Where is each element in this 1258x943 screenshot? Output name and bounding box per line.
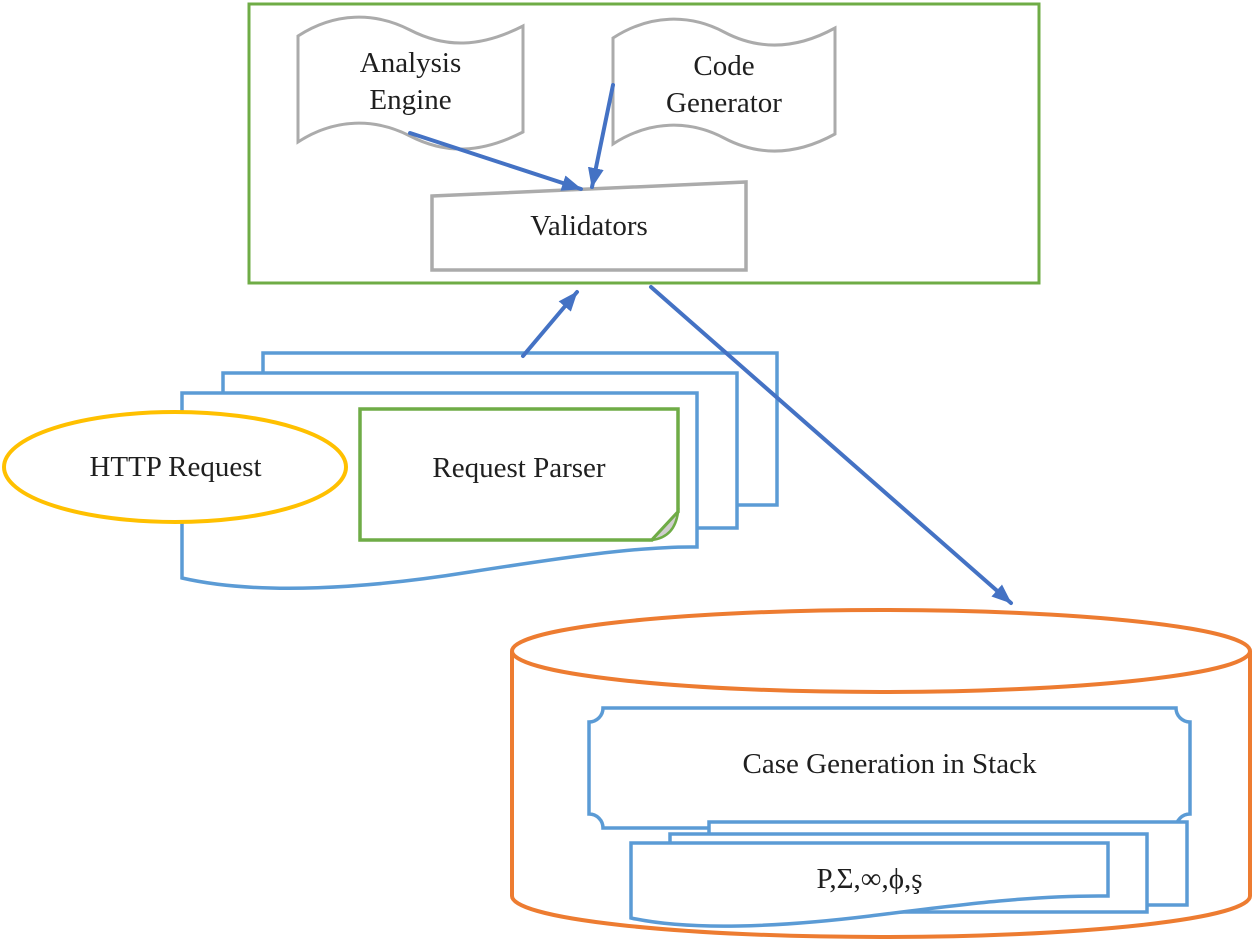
validation-container-frame <box>247 2 1041 285</box>
case-generation-plaque-shape <box>587 706 1192 830</box>
symbols-doc-front <box>629 841 1110 928</box>
http-request-ellipse-shape <box>2 410 348 524</box>
arrow-validators-to-database <box>649 285 1013 605</box>
request-parser-card-shape <box>358 407 680 542</box>
arrow-request-stack-to-validators <box>521 290 579 358</box>
validators-trapezoid-shape <box>430 180 748 272</box>
card-folded-corner <box>648 508 680 542</box>
arrow-code-generator-to-validators <box>587 83 615 189</box>
arrow-analysis-engine-to-validators <box>408 131 583 191</box>
analysis-engine-flag-shape <box>296 15 525 151</box>
code-generator-flag-shape <box>611 17 837 153</box>
case-database-cylinder-top <box>510 608 1252 694</box>
